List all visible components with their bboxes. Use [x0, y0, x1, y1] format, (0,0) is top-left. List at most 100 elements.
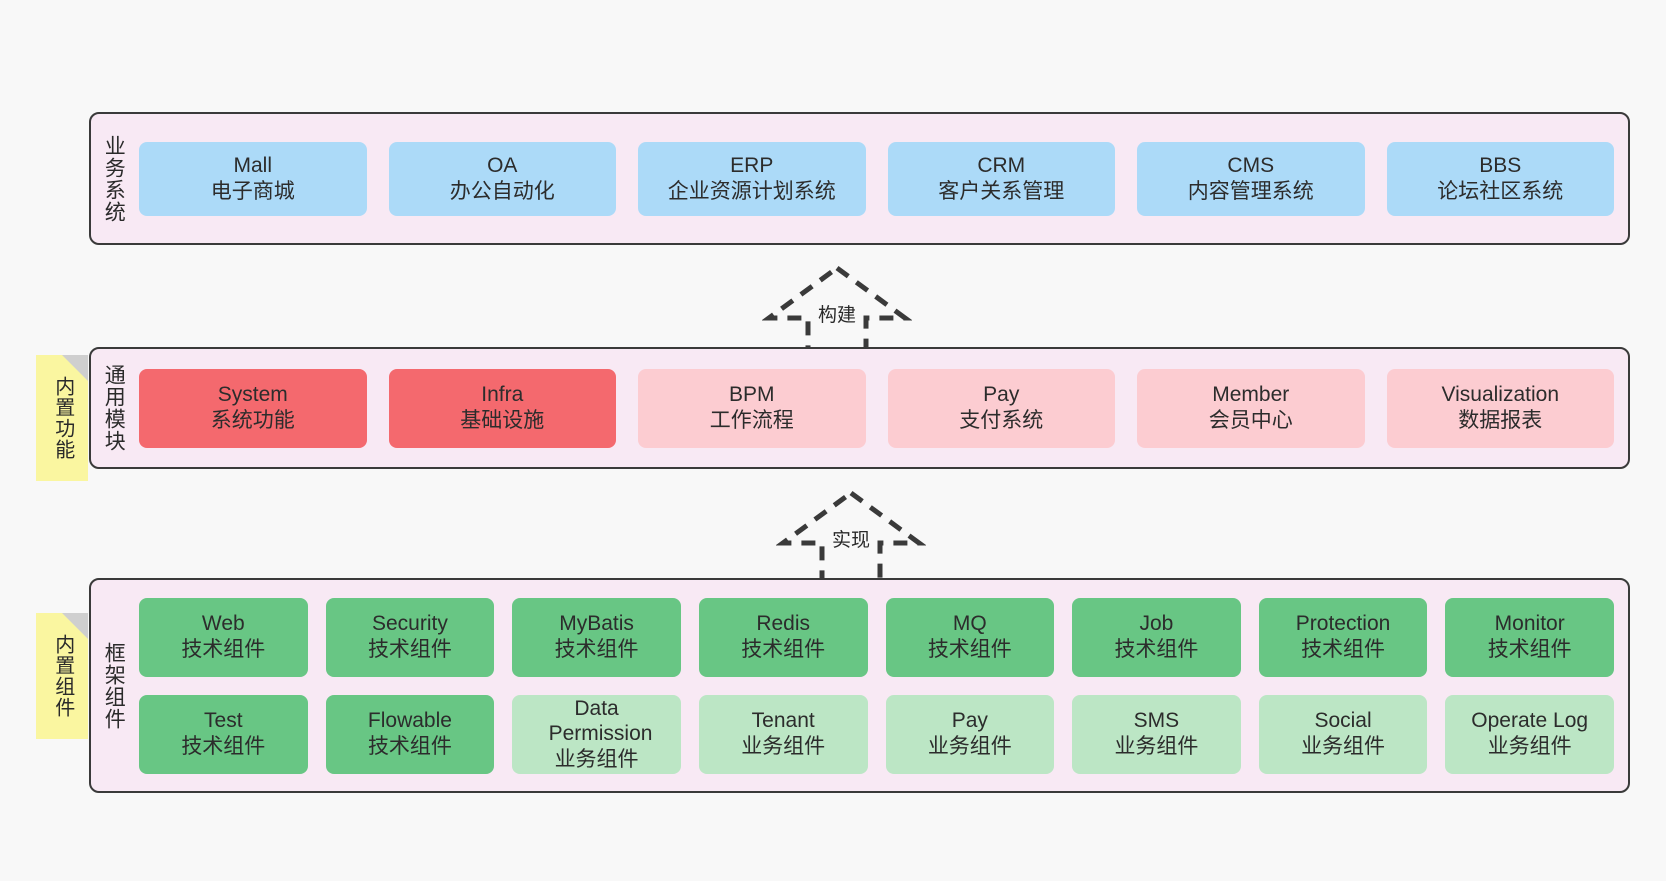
card-test[interactable]: Test 技术组件: [139, 694, 308, 774]
layer-business-systems: 业务系统 Mall 电子商城 OA 办公自动化 ERP 企业资源计划系统 CRM…: [89, 112, 1630, 245]
card-subtitle: 技术组件: [1301, 638, 1386, 661]
card-bpm[interactable]: BPM 工作流程: [638, 368, 866, 448]
connector-build-label: 构建: [817, 305, 857, 326]
connector-implement: 实现: [776, 487, 926, 587]
card-protection[interactable]: Protection 技术组件: [1258, 597, 1428, 677]
card-subtitle: 业务组件: [741, 735, 826, 758]
card-visualization[interactable]: Visualization 数据报表: [1386, 368, 1614, 448]
card-web[interactable]: Web 技术组件: [139, 597, 308, 677]
layer-body-framework-components: Web 技术组件 Security 技术组件 MyBatis 技术组件 Redi…: [135, 580, 1628, 791]
card-oa[interactable]: OA 办公自动化: [388, 141, 616, 216]
card-subtitle: 技术组件: [181, 735, 266, 758]
card-cms[interactable]: CMS 内容管理系统: [1137, 141, 1365, 216]
card-row: Test 技术组件 Flowable 技术组件 Data Permission …: [139, 694, 1614, 774]
card-member[interactable]: Member 会员中心: [1137, 368, 1365, 448]
card-operate-log[interactable]: Operate Log 业务组件: [1445, 694, 1614, 774]
card-title: BBS: [1479, 153, 1522, 177]
card-monitor[interactable]: Monitor 技术组件: [1445, 597, 1614, 677]
card-subtitle: 系统功能: [210, 409, 295, 432]
card-title: Job: [1139, 612, 1174, 636]
card-title: MyBatis: [559, 612, 634, 636]
card-title: Mall: [233, 153, 272, 177]
card-title: Pay: [983, 383, 1020, 407]
card-title: OA: [487, 153, 518, 177]
card-subtitle: 技术组件: [181, 638, 266, 661]
card-subtitle: 会员中心: [1208, 409, 1293, 432]
card-redis[interactable]: Redis 技术组件: [698, 597, 868, 677]
card-title: Tenant: [751, 709, 815, 733]
card-crm[interactable]: CRM 客户关系管理: [887, 141, 1115, 216]
layer-title-framework-components: 框架组件: [102, 641, 126, 730]
generalization-arrow-icon: [776, 489, 926, 584]
card-sms[interactable]: SMS 业务组件: [1072, 694, 1241, 774]
card-tenant[interactable]: Tenant 业务组件: [698, 694, 868, 774]
layer-framework-components: 框架组件 Web 技术组件 Security 技术组件 MyBatis 技术组件…: [89, 578, 1630, 793]
note-builtin-features: 内置功能: [36, 355, 88, 481]
card-title: Social: [1314, 709, 1372, 733]
card-row: Mall 电子商城 OA 办公自动化 ERP 企业资源计划系统 CRM 客户关系…: [139, 141, 1614, 216]
layer-body-business-systems: Mall 电子商城 OA 办公自动化 ERP 企业资源计划系统 CRM 客户关系…: [135, 114, 1628, 243]
card-subtitle: 业务组件: [927, 735, 1012, 758]
card-subtitle: 技术组件: [367, 735, 452, 758]
card-pay-component[interactable]: Pay 业务组件: [885, 694, 1055, 774]
card-subtitle: 技术组件: [1487, 638, 1572, 661]
card-erp[interactable]: ERP 企业资源计划系统: [638, 141, 866, 216]
card-subtitle: 内容管理系统: [1187, 179, 1314, 203]
card-subtitle: 技术组件: [927, 638, 1012, 661]
card-subtitle: 业务组件: [554, 747, 639, 771]
card-social[interactable]: Social 业务组件: [1258, 694, 1428, 774]
card-title: Security: [372, 612, 448, 636]
layer-title-common-modules: 通用模块: [102, 364, 126, 452]
card-subtitle: 办公自动化: [449, 179, 555, 203]
card-subtitle: 业务组件: [1301, 735, 1386, 758]
card-title: Protection: [1295, 612, 1391, 636]
card-system[interactable]: System 系统功能: [139, 368, 367, 448]
card-title: CRM: [977, 153, 1026, 177]
card-subtitle: 基础设施: [460, 409, 545, 432]
card-title: Test: [204, 709, 243, 733]
card-pay[interactable]: Pay 支付系统: [887, 368, 1115, 448]
card-job[interactable]: Job 技术组件: [1072, 597, 1241, 677]
note-label: 内置功能: [51, 376, 74, 460]
card-title: BPM: [728, 383, 775, 407]
card-data-permission[interactable]: Data Permission 业务组件: [512, 694, 681, 774]
card-subtitle: 数据报表: [1458, 409, 1543, 432]
card-row: System 系统功能 Infra 基础设施 BPM 工作流程 Pay 支付系统…: [139, 368, 1614, 448]
card-title: SMS: [1133, 709, 1180, 733]
generalization-arrow-icon: [762, 264, 912, 359]
connector-implement-label: 实现: [831, 530, 871, 551]
card-mq[interactable]: MQ 技术组件: [885, 597, 1055, 677]
card-title: Flowable: [367, 709, 452, 733]
card-title: System: [217, 383, 288, 407]
card-title: Pay: [951, 709, 988, 733]
card-subtitle: 电子商城: [210, 179, 295, 203]
note-builtin-components: 内置组件: [36, 613, 88, 739]
card-security[interactable]: Security 技术组件: [325, 597, 495, 677]
card-subtitle: 技术组件: [741, 638, 826, 661]
layer-body-common-modules: System 系统功能 Infra 基础设施 BPM 工作流程 Pay 支付系统…: [135, 349, 1628, 467]
card-bbs[interactable]: BBS 论坛社区系统: [1386, 141, 1614, 216]
card-subtitle: 技术组件: [1114, 638, 1199, 661]
connector-build: 构建: [762, 262, 912, 362]
layer-common-modules: 通用模块 System 系统功能 Infra 基础设施 BPM 工作流程 Pay…: [89, 347, 1630, 469]
card-title: ERP: [730, 153, 774, 177]
card-title: Web: [201, 612, 245, 636]
note-label: 内置组件: [51, 634, 74, 718]
card-subtitle: 业务组件: [1487, 735, 1572, 758]
card-mybatis[interactable]: MyBatis 技术组件: [512, 597, 681, 677]
card-title: Data Permission: [548, 696, 653, 746]
layer-title-business-systems: 业务系统: [102, 134, 126, 223]
card-infra[interactable]: Infra 基础设施: [388, 368, 616, 448]
card-title: Infra: [481, 383, 524, 407]
card-title: MQ: [952, 612, 987, 636]
card-row: Web 技术组件 Security 技术组件 MyBatis 技术组件 Redi…: [139, 597, 1614, 677]
card-title: Member: [1212, 383, 1290, 407]
card-flowable[interactable]: Flowable 技术组件: [325, 694, 495, 774]
card-subtitle: 支付系统: [959, 409, 1044, 432]
card-subtitle: 企业资源计划系统: [667, 179, 836, 203]
card-title: Visualization: [1441, 383, 1560, 407]
card-mall[interactable]: Mall 电子商城: [139, 141, 367, 216]
card-subtitle: 工作流程: [709, 409, 794, 432]
card-title: Operate Log: [1471, 709, 1589, 733]
card-title: Monitor: [1494, 612, 1565, 636]
